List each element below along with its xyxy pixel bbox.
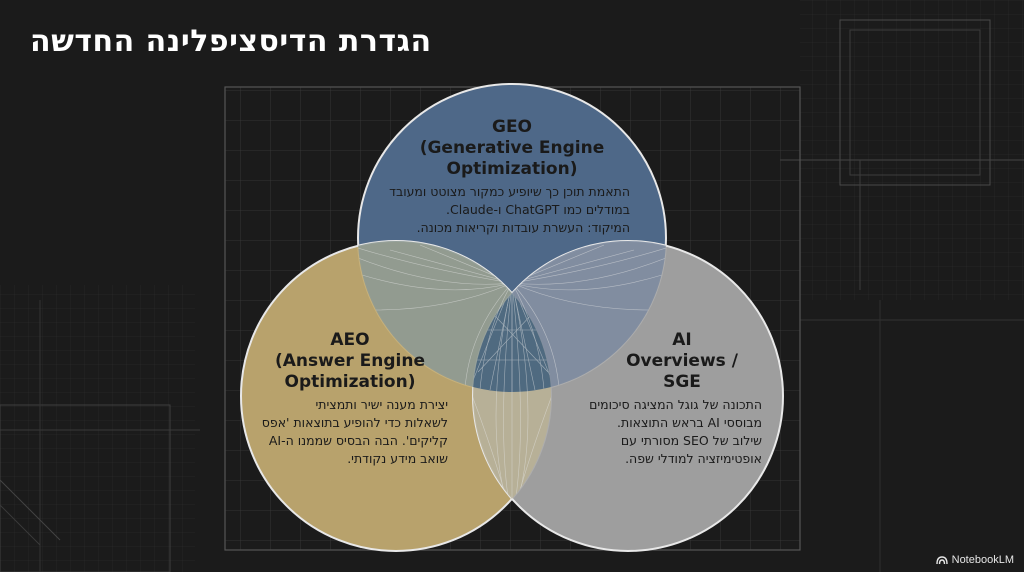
overlap-lines: [358, 244, 666, 521]
notebooklm-branding: NotebookLM: [935, 554, 1014, 566]
ai-overviews-description: התכונה של גוגל המציגה סיכומים מבוססי AI …: [589, 397, 762, 466]
geo-description: התאמת תוכן כך שיופיע כמקור מצוטט ומעובד …: [389, 184, 630, 235]
brand-label: NotebookLM: [951, 554, 1014, 566]
aeo-description: יצירת מענה ישיר ותמציתי לשאלות כדי להופי…: [261, 397, 448, 466]
aeo-title: AEO (Answer Engine Optimization): [274, 330, 426, 392]
notebooklm-logo-icon: [935, 556, 948, 565]
slide-title: הגדרת הדיסציפלינה החדשה: [30, 24, 432, 59]
ai-overviews-title: AI Overviews / SGE: [626, 330, 738, 392]
geo-title: GEO (Generative Engine Optimization): [419, 117, 605, 179]
